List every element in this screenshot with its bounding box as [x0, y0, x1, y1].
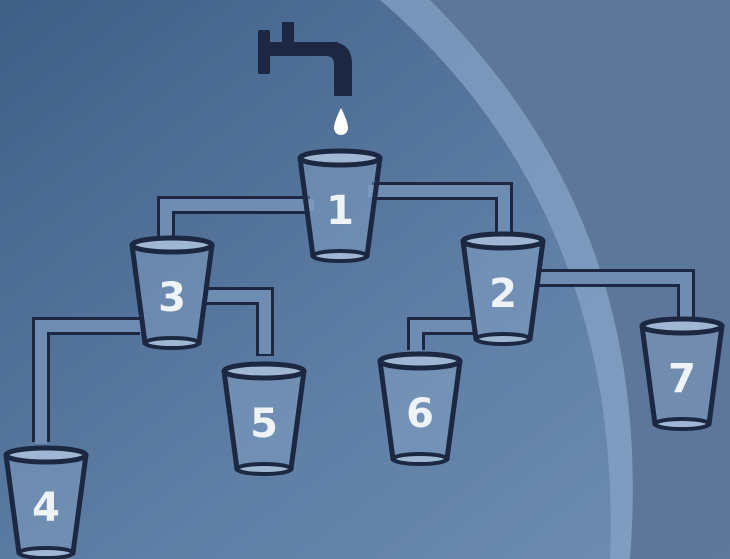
- water-tap-icon: [258, 22, 352, 96]
- water-drop-icon: [334, 108, 348, 135]
- pipes: [32, 182, 695, 444]
- cup-label: 2: [489, 271, 517, 317]
- cup-7: 7: [639, 316, 725, 431]
- cup-1: 1: [297, 148, 383, 263]
- cup-3: 3: [129, 235, 215, 350]
- cup-4: 4: [3, 445, 89, 559]
- cup-2: 2: [460, 231, 546, 346]
- cup-5: 5: [221, 361, 307, 476]
- cup-label: 5: [250, 401, 278, 447]
- cup-6: 6: [377, 351, 463, 466]
- cup-label: 4: [32, 485, 60, 531]
- cup-label: 1: [326, 188, 354, 234]
- cup-label: 3: [158, 275, 186, 321]
- cup-label: 7: [668, 356, 696, 402]
- cup-label: 6: [406, 391, 434, 437]
